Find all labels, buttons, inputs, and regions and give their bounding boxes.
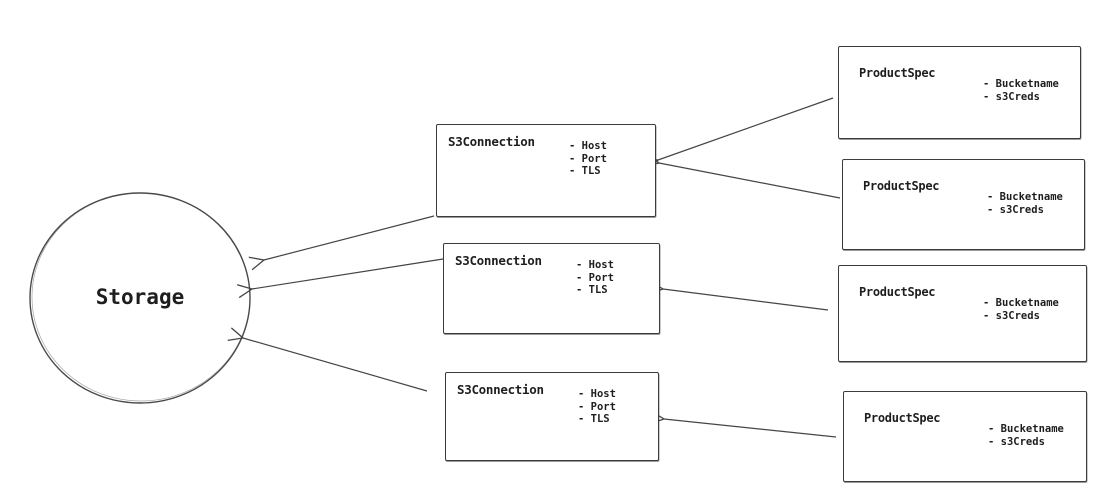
node-attributes: - Bucketname - s3Creds xyxy=(987,191,1063,217)
node-attributes: - Host - Port - TLS xyxy=(569,140,607,178)
attribute-item: - s3Creds xyxy=(987,204,1044,216)
attribute-item: - Bucketname xyxy=(987,191,1063,203)
node-title: ProductSpec xyxy=(864,411,941,425)
attribute-item: - Port xyxy=(578,400,616,413)
s3connection-node-1[interactable]: S3Connection - Host - Port - TLS xyxy=(436,124,656,217)
productspec-node-1[interactable]: ProductSpec - Bucketname - s3Creds xyxy=(838,46,1081,139)
arrow-productspec1-to-s3connection1[interactable] xyxy=(642,97,834,172)
node-title: S3Connection xyxy=(448,134,535,149)
attribute-item: - TLS xyxy=(578,413,610,425)
s3connection-node-2[interactable]: S3Connection - Host - Port - TLS xyxy=(443,243,660,334)
node-attributes: - Host - Port - TLS xyxy=(578,388,616,426)
productspec-node-3[interactable]: ProductSpec - Bucketname - s3Creds xyxy=(838,265,1087,362)
storage-label: Storage xyxy=(95,285,185,309)
attribute-item: - TLS xyxy=(569,165,601,177)
node-title: S3Connection xyxy=(455,253,542,268)
attribute-item: - Port xyxy=(576,271,614,284)
arrow-productspec2-to-s3connection1[interactable] xyxy=(643,153,841,199)
arrow-s3connection3-to-storage[interactable] xyxy=(227,327,428,392)
node-attributes: - Bucketname - s3Creds xyxy=(983,78,1059,104)
attribute-item: - s3Creds xyxy=(983,310,1040,322)
attribute-item: - Host xyxy=(578,388,616,400)
arrow-productspec3-to-s3connection2[interactable] xyxy=(648,280,829,311)
attribute-item: - s3Creds xyxy=(983,91,1040,103)
node-title: S3Connection xyxy=(457,382,544,397)
attribute-item: - Host xyxy=(569,140,607,152)
arrow-productspec4-to-s3connection3[interactable] xyxy=(649,410,837,438)
attribute-item: - TLS xyxy=(576,284,608,296)
node-title: ProductSpec xyxy=(859,285,936,299)
attribute-item: - Bucketname xyxy=(983,297,1059,309)
productspec-node-2[interactable]: ProductSpec - Bucketname - s3Creds xyxy=(842,159,1085,250)
arrow-s3connection1-to-storage[interactable] xyxy=(248,215,435,271)
attribute-item: - Host xyxy=(576,259,614,271)
node-title: ProductSpec xyxy=(863,179,940,193)
node-attributes: - Bucketname - s3Creds xyxy=(988,423,1064,449)
attribute-item: - s3Creds xyxy=(988,436,1045,448)
s3connection-node-3[interactable]: S3Connection - Host - Port - TLS xyxy=(445,372,659,461)
attribute-item: - Bucketname xyxy=(983,78,1059,90)
attribute-item: - Bucketname xyxy=(988,423,1064,435)
attribute-item: - Port xyxy=(569,152,607,165)
node-attributes: - Bucketname - s3Creds xyxy=(983,297,1059,323)
node-title: ProductSpec xyxy=(859,66,936,80)
arrow-s3connection2-to-storage[interactable] xyxy=(236,258,444,299)
node-attributes: - Host - Port - TLS xyxy=(576,259,614,297)
productspec-node-4[interactable]: ProductSpec - Bucketname - s3Creds xyxy=(843,391,1087,482)
